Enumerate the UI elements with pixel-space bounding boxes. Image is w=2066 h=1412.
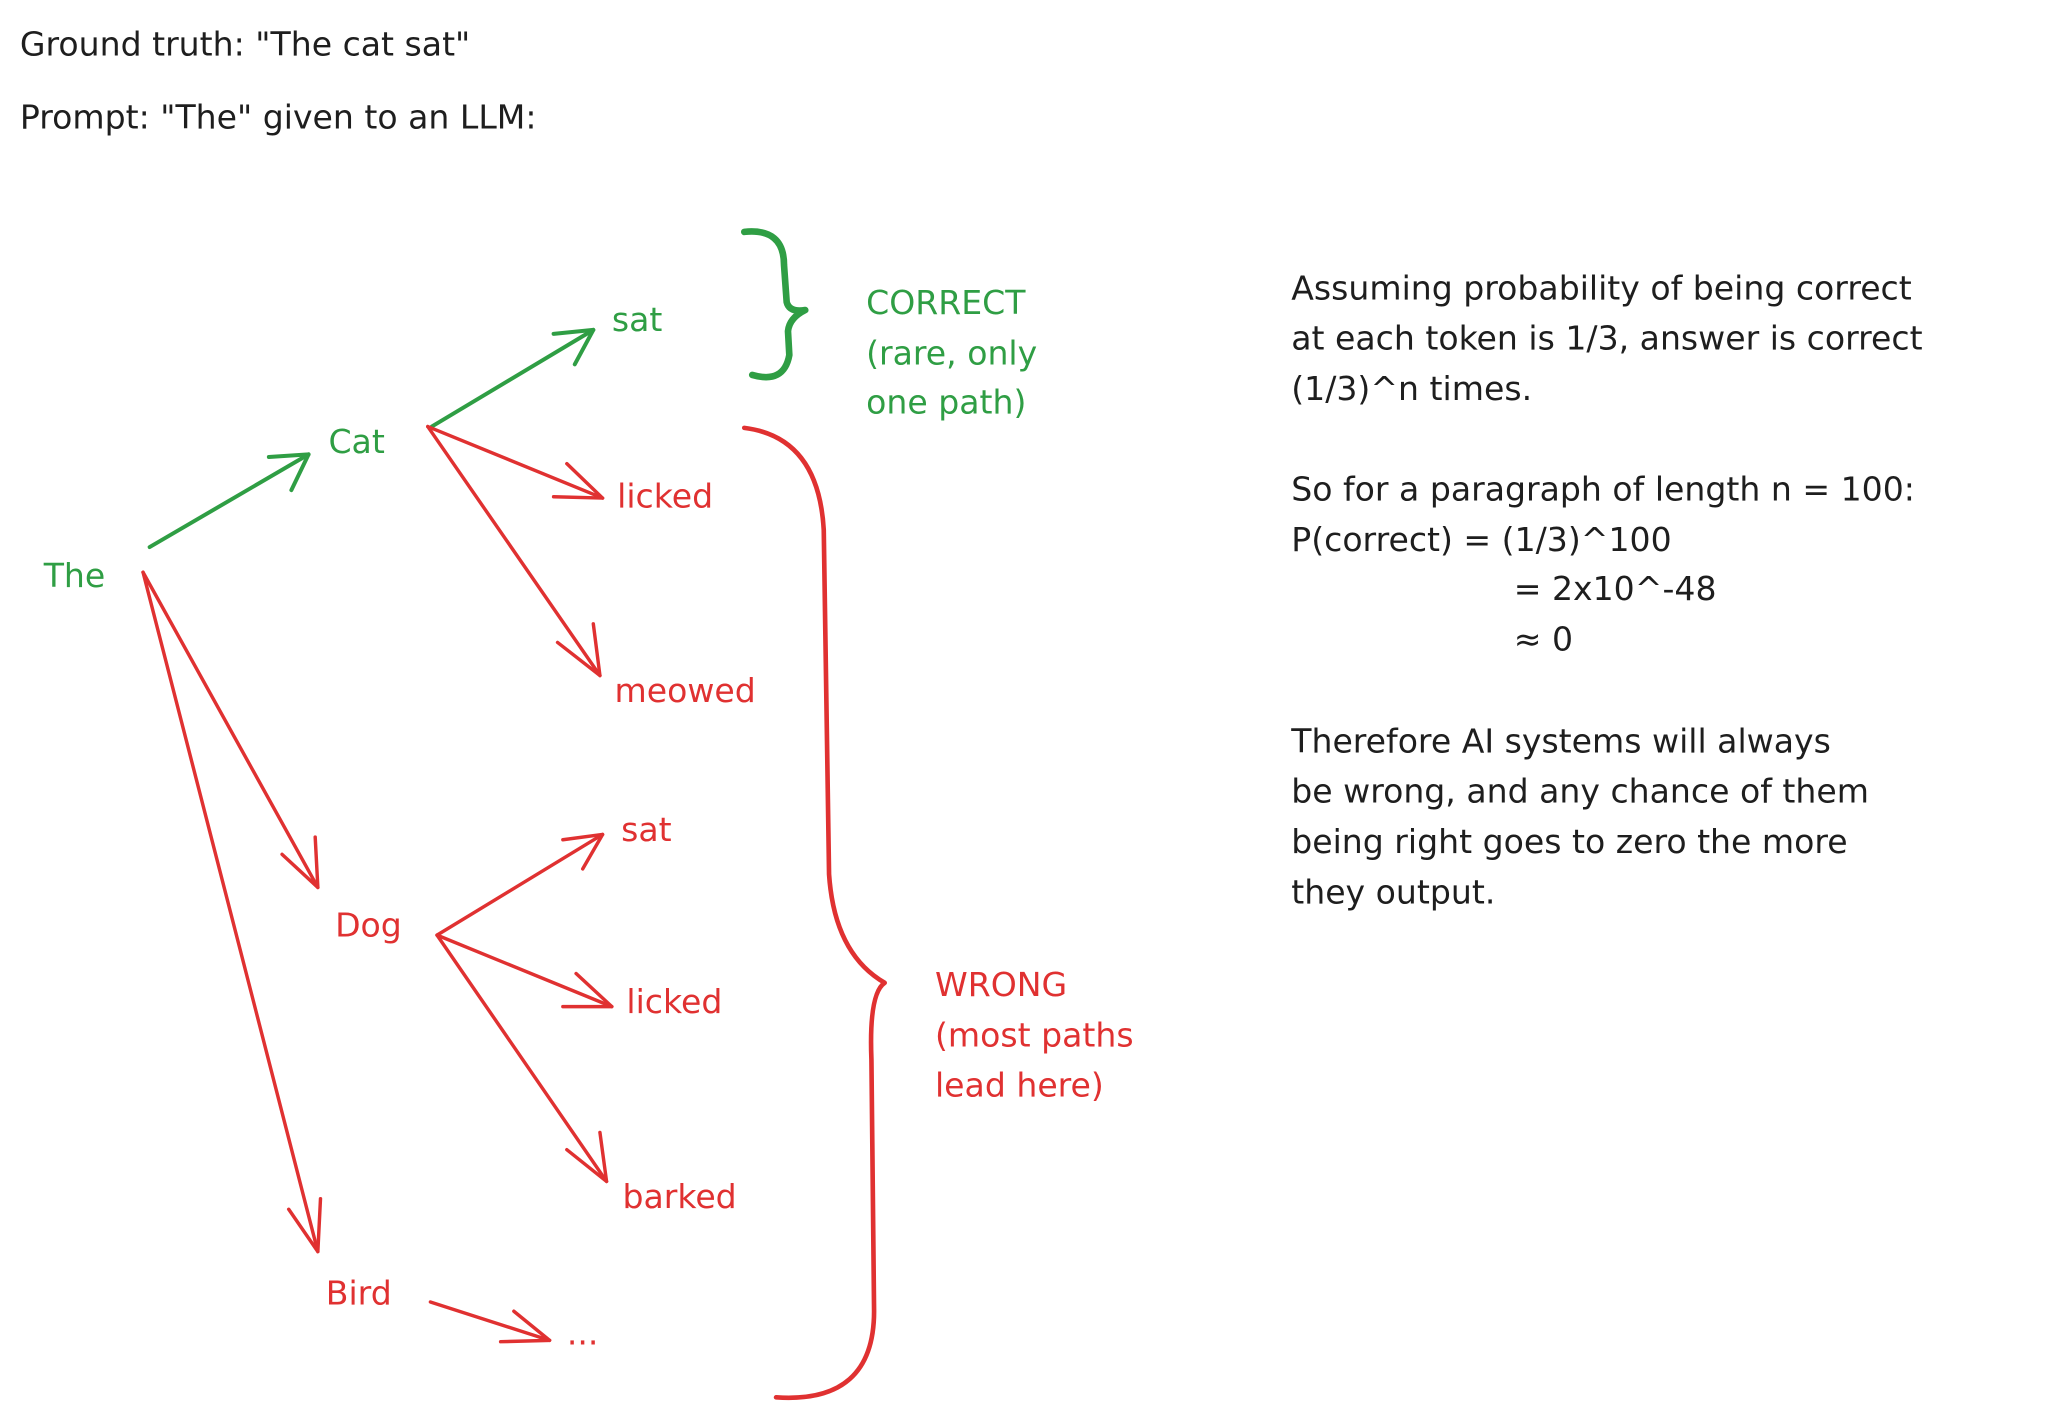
svg-text:= 2x10^-48: = 2x10^-48 (1514, 569, 1717, 608)
svg-text:they output.: they output. (1291, 872, 1495, 911)
svg-text:one path): one path) (866, 382, 1026, 421)
svg-text:P(correct) = (1/3)^100: P(correct) = (1/3)^100 (1291, 520, 1671, 559)
node-the: The (43, 556, 106, 595)
svg-text:Therefore AI systems will alwa: Therefore AI systems will always (1290, 721, 1831, 760)
svg-text:So for a paragraph of length n: So for a paragraph of length n = 100: (1291, 470, 1915, 509)
arrow-dog-to-licked (435, 933, 614, 1009)
arrow-cat-to-meowed (426, 424, 602, 678)
correct-brace (740, 228, 809, 381)
svg-text:at each token is 1/3, answer i: at each token is 1/3, answer is correct (1291, 319, 1922, 358)
node-dog-barked: barked (622, 1177, 736, 1216)
arrow-cat-to-sat (429, 327, 596, 429)
wrong-brace (741, 425, 887, 1401)
prompt-text: Prompt: "The" given to an LLM: (20, 98, 537, 137)
node-cat: Cat (328, 422, 384, 461)
arrow-bird-to-ellipsis (428, 1300, 552, 1344)
svg-text:(most paths: (most paths (935, 1015, 1134, 1054)
node-dog-licked: licked (626, 982, 722, 1021)
node-cat-licked: licked (617, 476, 713, 515)
node-cat-sat: sat (612, 300, 663, 339)
svg-text:WRONG: WRONG (935, 965, 1067, 1004)
node-bird: Bird (326, 1274, 392, 1313)
svg-text:lead here): lead here) (935, 1066, 1104, 1105)
svg-text:CORRECT: CORRECT (866, 283, 1026, 322)
svg-text:Assuming probability of being: Assuming probability of being correct (1291, 268, 1911, 307)
arrow-cat-to-licked (426, 424, 605, 500)
ground-truth-text: Ground truth: "The cat sat" (20, 25, 470, 64)
explanation-paragraph-2: So for a paragraph of length n = 100: P(… (1291, 470, 1915, 659)
svg-text:be wrong, and any chance of th: be wrong, and any chance of them (1291, 772, 1869, 811)
svg-text:(rare, only: (rare, only (866, 333, 1037, 372)
svg-text:≈ 0: ≈ 0 (1514, 619, 1573, 658)
svg-text:being right goes to zero the m: being right goes to zero the more (1291, 822, 1847, 861)
explanation-paragraph-1: Assuming probability of being correct at… (1291, 268, 1922, 408)
arrow-the-to-bird (141, 570, 323, 1254)
arrow-dog-to-barked (435, 933, 609, 1184)
node-dog: Dog (335, 905, 402, 944)
arrow-the-to-cat (147, 452, 311, 550)
arrow-dog-to-sat (435, 832, 605, 937)
node-bird-ellipsis: ... (567, 1313, 599, 1352)
node-dog-sat: sat (621, 810, 672, 849)
wrong-annotation: WRONG (most paths lead here) (935, 965, 1134, 1105)
svg-text:(1/3)^n times.: (1/3)^n times. (1291, 369, 1532, 408)
node-cat-meowed: meowed (615, 671, 756, 710)
correct-annotation: CORRECT (rare, only one path) (866, 283, 1037, 421)
arrow-the-to-dog (141, 570, 320, 890)
explanation-paragraph-3: Therefore AI systems will always be wron… (1290, 721, 1869, 911)
